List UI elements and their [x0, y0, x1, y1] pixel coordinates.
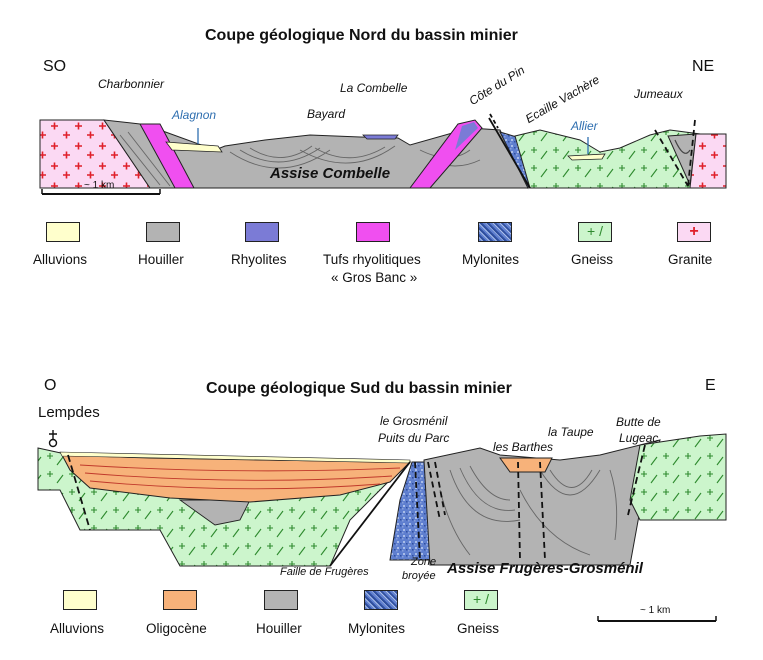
south-title: Coupe géologique Sud du bassin minier: [206, 380, 512, 397]
swatch-s-alluvions: [63, 590, 97, 610]
legend-gneiss: Gneiss: [571, 252, 614, 267]
south-assise-label: Assise Frugères-Grosménil: [447, 560, 643, 577]
legend-houiller: Houiller: [138, 252, 184, 267]
label-allier: Allier: [571, 119, 598, 133]
north-granite-right: [689, 133, 727, 189]
swatch-tufs: [356, 222, 390, 242]
label-grosmenil: le Grosménil: [380, 414, 448, 428]
legend-s-mylonites: Mylonites: [348, 621, 406, 636]
swatch-granite: +: [677, 222, 711, 242]
label-jumeaux: Jumeaux: [634, 87, 683, 101]
label-bayard: Bayard: [307, 107, 346, 121]
label-la-combelle: La Combelle: [340, 81, 408, 95]
south-oligocene-strata: [79, 464, 401, 490]
legend-rhyolites: Rhyolites: [231, 252, 287, 267]
north-cross-section: [39, 113, 727, 195]
legend-tufs: Tufs rhyolitiques: [323, 252, 421, 267]
legend-s-alluvions: Alluvions: [50, 621, 105, 636]
legend-s-houiller: Houiller: [256, 621, 302, 636]
swatch-s-gneiss: + /: [464, 590, 498, 610]
north-orient-left: SO: [43, 58, 67, 75]
north-assise-label: Assise Combelle: [270, 165, 391, 182]
label-faille-de-frugeres: Faille de Frugères: [280, 566, 369, 578]
swatch-gneiss: + /: [578, 222, 612, 242]
swatch-s-mylonites: [364, 590, 398, 610]
north-alluvions-alagnon: [165, 141, 223, 153]
label-lempdes: Lempdes: [38, 404, 100, 421]
label-broyee: broyée: [402, 570, 436, 582]
swatch-houiller: [146, 222, 180, 242]
legend-tufs-2: « Gros Banc »: [331, 270, 418, 285]
south-faults: [67, 444, 646, 567]
south-cross-section: [37, 430, 727, 622]
label-butte-de: Butte de: [616, 415, 661, 429]
legend-mylonites: Mylonites: [462, 252, 520, 267]
swatch-rhyolites: [245, 222, 279, 242]
south-oligocene-barthes: [499, 457, 553, 473]
north-rhyolite-right: [455, 122, 478, 150]
swatch-s-oligocene: [163, 590, 197, 610]
north-scale-label: ~ 1 km: [84, 180, 115, 191]
legend-s-oligocene: Oligocène: [146, 621, 207, 636]
legend-s-gneiss: Gneiss: [457, 621, 500, 636]
lempdes-icon: [48, 430, 58, 448]
north-gneiss: [514, 129, 701, 189]
north-faults: [488, 113, 696, 189]
north-title: Coupe géologique Nord du bassin minier: [205, 27, 518, 44]
label-charbonnier: Charbonnier: [98, 77, 165, 91]
swatch-mylonites: [478, 222, 512, 242]
label-les-barthes: les Barthes: [493, 440, 554, 454]
label-zone: Zone: [411, 556, 437, 568]
north-alluvions-allier: [567, 153, 606, 161]
swatch-alluvions: [46, 222, 80, 242]
south-orient-left: O: [44, 377, 57, 394]
north-rhyolite-lens: [362, 134, 399, 140]
legend-granite: Granite: [668, 252, 713, 267]
south-gneiss-east: [629, 433, 727, 521]
north-orient-right: NE: [692, 58, 715, 75]
swatch-s-houiller: [264, 590, 298, 610]
south-scale-label: ~ 1 km: [640, 605, 671, 616]
label-alagnon: Alagnon: [172, 108, 217, 122]
south-orient-right: E: [705, 377, 716, 394]
label-la-taupe: la Taupe: [548, 425, 594, 439]
north-tufs-left: [139, 123, 195, 189]
label-lugeac: Lugeac: [619, 431, 659, 445]
label-puits-du-parc: Puits du Parc: [378, 431, 450, 445]
legend-alluvions: Alluvions: [33, 252, 88, 267]
